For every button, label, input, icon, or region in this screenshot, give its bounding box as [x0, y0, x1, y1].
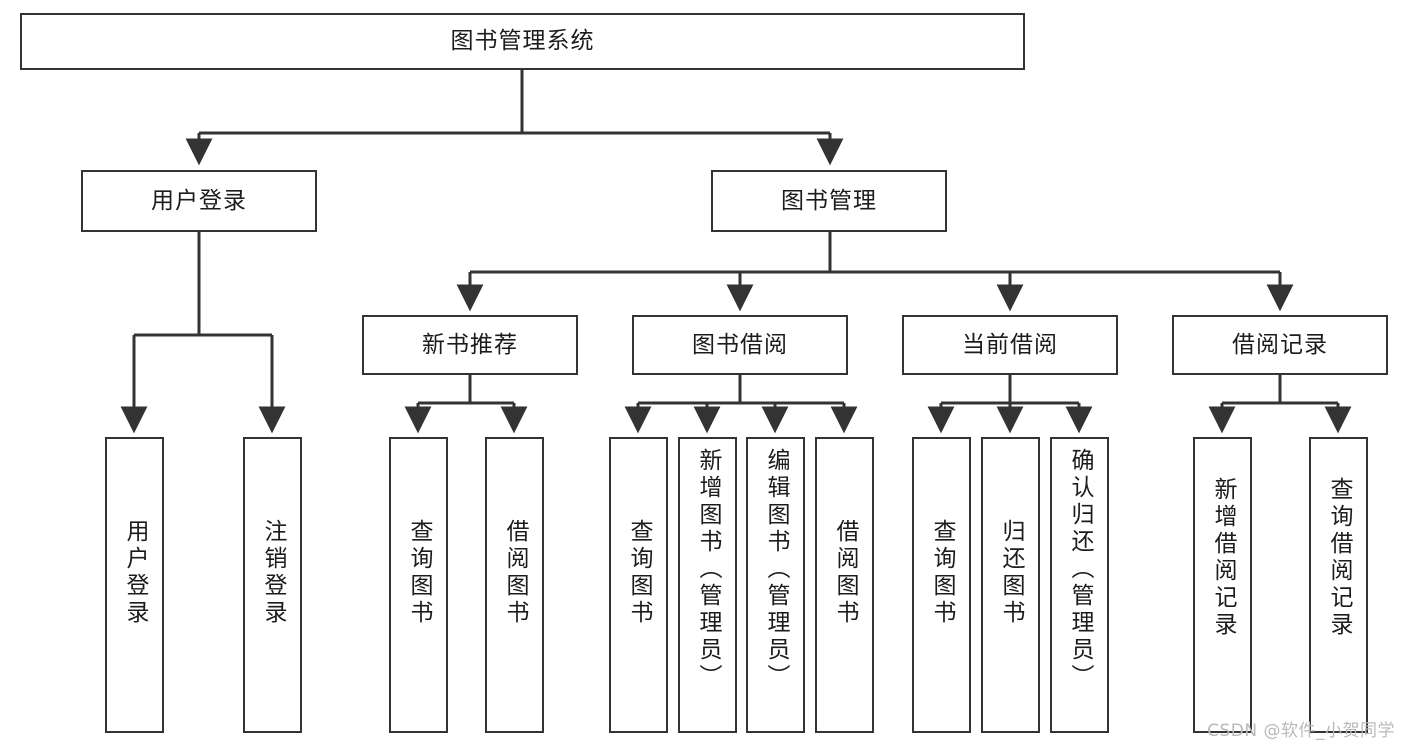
node-label: 新增图书（管理员） — [695, 448, 721, 691]
node-label: 查询图书 — [929, 519, 955, 627]
node-label: 用户登录 — [151, 187, 247, 214]
node-root-book-management-system[interactable]: 图书管理系统 — [20, 13, 1025, 70]
node-label: 注销登录 — [260, 519, 286, 627]
leaf-edit-book-admin[interactable]: 编辑图书（管理员） — [746, 437, 805, 733]
node-borrow-record[interactable]: 借阅记录 — [1172, 315, 1388, 375]
leaf-add-book-admin[interactable]: 新增图书（管理员） — [678, 437, 737, 733]
node-label: 用户登录 — [122, 519, 148, 627]
leaf-user-login[interactable]: 用户登录 — [105, 437, 164, 733]
leaf-query-book-borrow[interactable]: 查询图书 — [609, 437, 668, 733]
leaf-query-book-recommendation[interactable]: 查询图书 — [389, 437, 448, 733]
node-label: 归还图书 — [998, 519, 1024, 627]
leaf-borrow-book-borrow[interactable]: 借阅图书 — [815, 437, 874, 733]
node-book-borrow[interactable]: 图书借阅 — [632, 315, 848, 375]
node-label: 查询图书 — [406, 519, 432, 627]
leaf-query-book-current[interactable]: 查询图书 — [912, 437, 971, 733]
node-label: 借阅图书 — [832, 519, 858, 627]
csdn-watermark: CSDN @软件_小贺同学 — [1207, 721, 1395, 741]
leaf-logout[interactable]: 注销登录 — [243, 437, 302, 733]
node-label: 确认归还（管理员） — [1067, 448, 1093, 691]
node-label: 当前借阅 — [962, 331, 1058, 358]
leaf-query-borrow-record[interactable]: 查询借阅记录 — [1309, 437, 1368, 733]
node-label: 借阅记录 — [1232, 331, 1328, 358]
leaf-return-book[interactable]: 归还图书 — [981, 437, 1040, 733]
node-label: 新增借阅记录 — [1210, 477, 1236, 639]
node-label: 查询借阅记录 — [1326, 477, 1352, 639]
node-user-login[interactable]: 用户登录 — [81, 170, 317, 232]
leaf-borrow-book-recommendation[interactable]: 借阅图书 — [485, 437, 544, 733]
leaf-add-borrow-record[interactable]: 新增借阅记录 — [1193, 437, 1252, 733]
node-label: 查询图书 — [626, 519, 652, 627]
node-label: 借阅图书 — [502, 519, 528, 627]
node-label: 图书借阅 — [692, 331, 788, 358]
node-label: 图书管理系统 — [450, 28, 595, 55]
node-label: 图书管理 — [781, 187, 877, 214]
node-label: 编辑图书（管理员） — [763, 448, 789, 691]
leaf-confirm-return-admin[interactable]: 确认归还（管理员） — [1050, 437, 1109, 733]
node-new-book-recommendation[interactable]: 新书推荐 — [362, 315, 578, 375]
node-label: 新书推荐 — [422, 331, 518, 358]
node-book-management[interactable]: 图书管理 — [711, 170, 947, 232]
node-current-borrow[interactable]: 当前借阅 — [902, 315, 1118, 375]
